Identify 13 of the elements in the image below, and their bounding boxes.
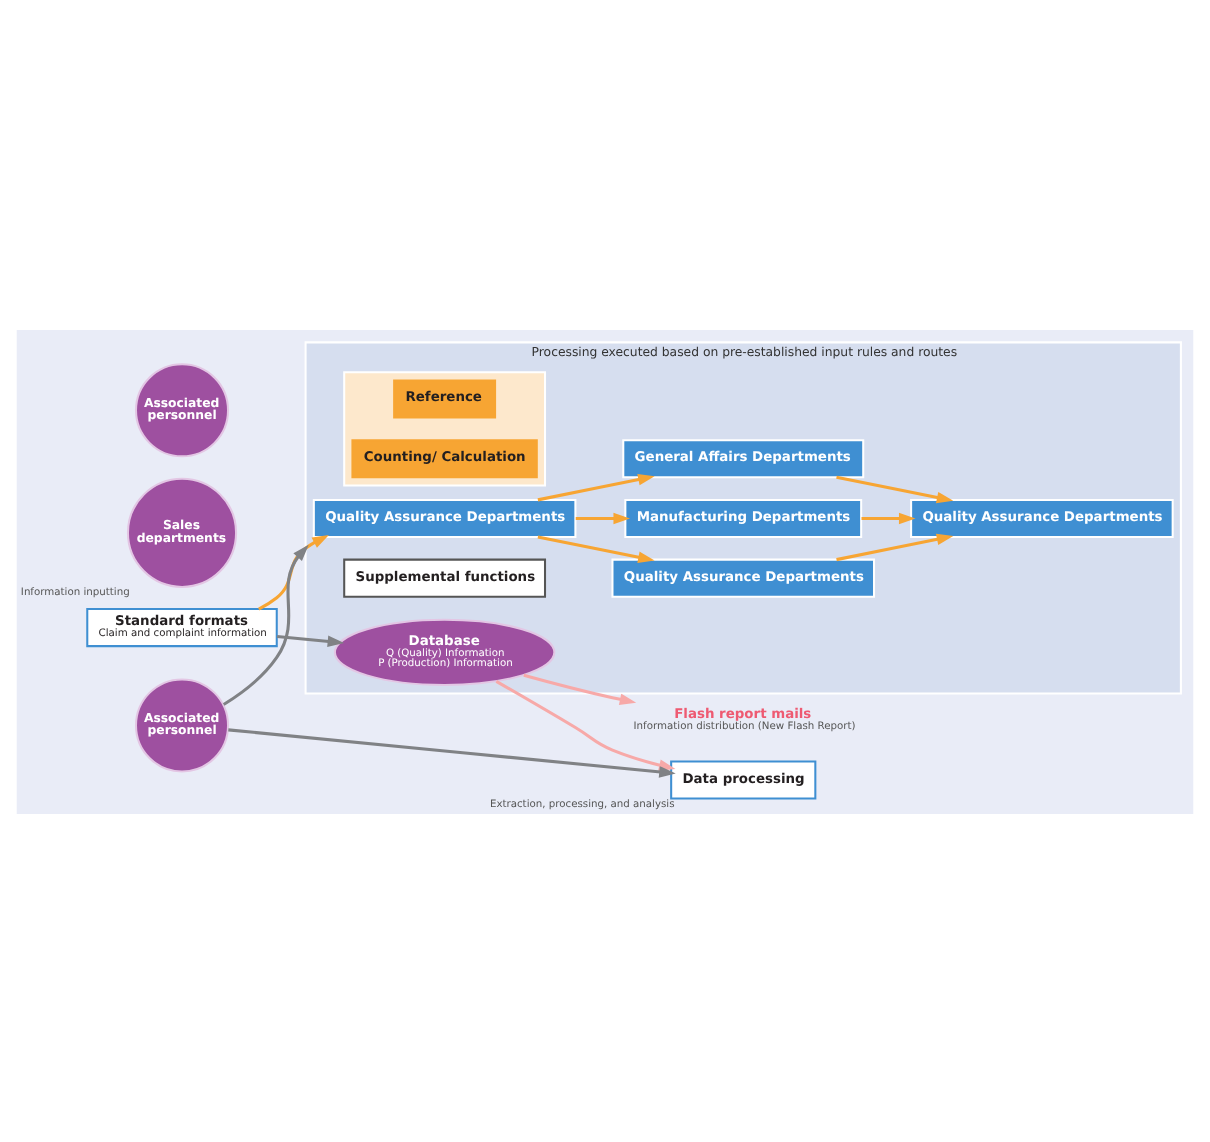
arrow (575, 511, 630, 524)
arrow (495, 679, 676, 770)
arrow (836, 532, 954, 561)
arrow (258, 533, 329, 610)
arrow (222, 543, 309, 705)
arrow (276, 634, 345, 647)
arrow (228, 727, 676, 777)
arrow (861, 511, 916, 524)
arrow (523, 672, 637, 704)
arrow (537, 472, 655, 501)
arrow (537, 534, 655, 562)
arrow (836, 474, 954, 503)
cluster (343, 370, 547, 486)
